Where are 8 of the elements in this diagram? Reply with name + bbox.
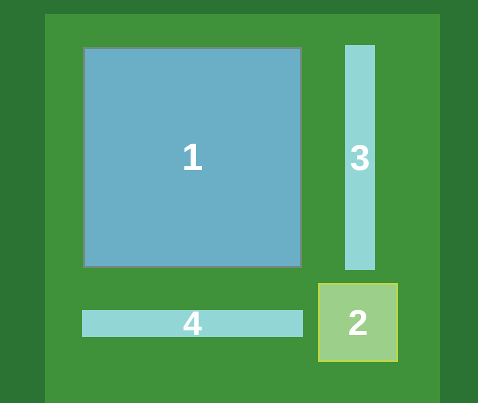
number-label: 2 — [348, 304, 368, 340]
vertical-bar — [345, 45, 375, 270]
square-panel — [83, 47, 302, 268]
number-label: 1 — [182, 138, 204, 176]
horizontal-bar — [82, 310, 303, 337]
number-label: 4 — [183, 306, 202, 340]
number-label: 3 — [350, 140, 370, 176]
square-tile — [318, 283, 398, 362]
